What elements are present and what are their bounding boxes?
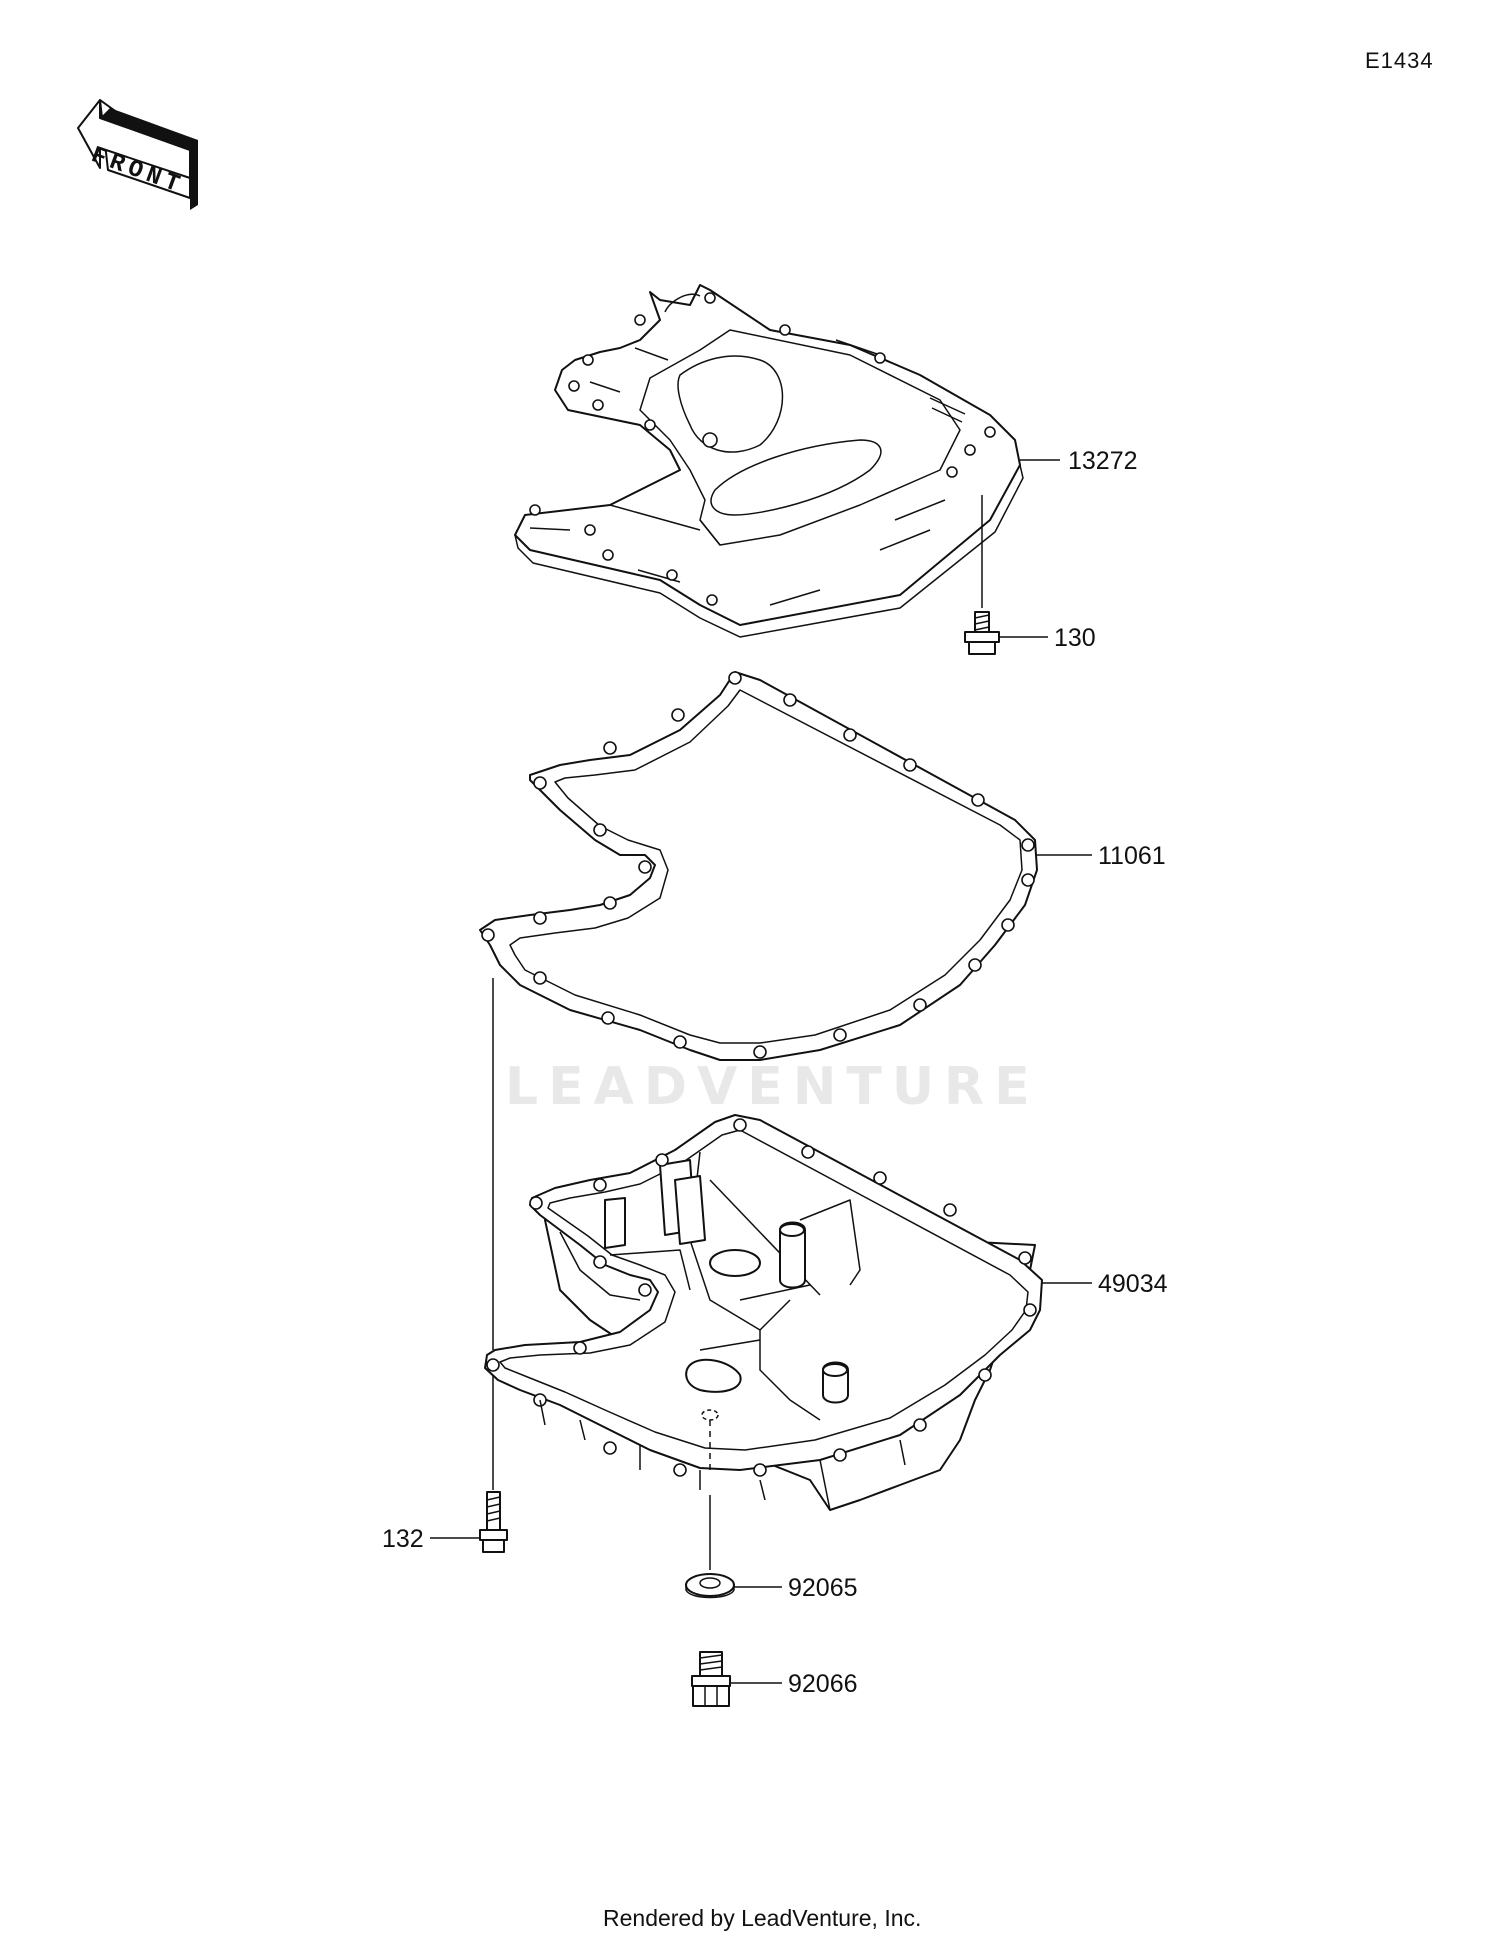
part-11061-gasket xyxy=(479,671,1038,1061)
part-49034-oil-pan xyxy=(484,1114,1043,1511)
front-arrow: FRONT xyxy=(77,99,198,210)
callout-11061[interactable]: 11061 xyxy=(1098,842,1166,870)
callout-92066[interactable]: 92066 xyxy=(788,1670,858,1698)
part-92066-drain-plug xyxy=(691,1651,731,1707)
callout-49034[interactable]: 49034 xyxy=(1098,1270,1168,1298)
diagram-code: E1434 xyxy=(1365,48,1434,73)
watermark-text: LEADVENTURE xyxy=(505,1057,1040,1117)
part-132-bolt xyxy=(479,978,508,1553)
callout-132[interactable]: 132 xyxy=(382,1525,424,1553)
footer-credit: Rendered by LeadVenture, Inc. xyxy=(603,1905,921,1931)
callout-92065[interactable]: 92065 xyxy=(788,1574,858,1602)
callout-13272[interactable]: 13272 xyxy=(1068,447,1138,475)
part-92065-washer xyxy=(685,1495,735,1599)
part-13272-plate xyxy=(514,284,1024,638)
callout-130[interactable]: 130 xyxy=(1054,624,1096,652)
